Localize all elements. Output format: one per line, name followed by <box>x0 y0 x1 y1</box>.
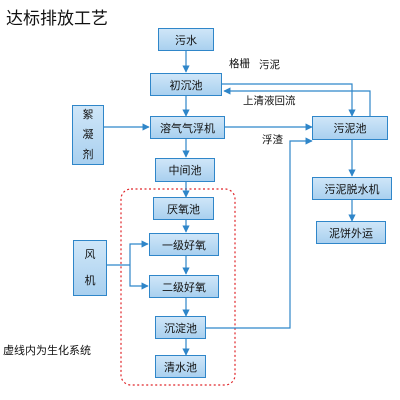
box-yiji-haoyang: 一级好氧 <box>149 233 219 256</box>
arrow-supernatant-return <box>223 87 371 116</box>
box-yanyangchi: 厌氧池 <box>153 197 214 220</box>
box-chendianchi: 沉淀池 <box>155 316 206 339</box>
label-shangqingye-huiliu: 上清液回流 <box>243 95 296 107</box>
arrow-chuchenchi-to-wunichi <box>222 83 356 117</box>
box-zhongjianchi: 中间池 <box>155 158 215 182</box>
label-system-note: 虚线内为生化系统 <box>3 344 91 357</box>
box-nibing-waiyun: 泥饼外运 <box>316 221 386 244</box>
biochemical-system-region <box>120 188 236 386</box>
box-fengji: 风 机 <box>73 240 107 296</box>
arrow-fengji-to-yiji <box>129 240 149 265</box>
arrow-chendianchi-to-wunichi <box>206 137 313 329</box>
box-wunichi: 污泥池 <box>312 116 388 140</box>
box-erji-haoyang: 二级好氧 <box>149 275 219 298</box>
label-wuni: 污泥 <box>259 59 280 71</box>
box-chuchenchi: 初沉池 <box>150 73 222 96</box>
box-qingshuichi: 清水池 <box>155 355 206 378</box>
box-wushui: 污水 <box>158 28 214 51</box>
label-fuzha: 浮渣 <box>262 134 283 146</box>
arrow-fengji-to-erji <box>129 265 149 290</box>
box-wuni-tuoshuiji: 污泥脱水机 <box>312 177 392 200</box>
box-xuningji: 絮 凝 剂 <box>72 105 104 165</box>
label-geshan: 格栅 <box>229 58 250 70</box>
box-rongqi-qifuji: 溶气气浮机 <box>150 116 225 139</box>
diagram-title: 达标排放工艺 <box>6 9 108 29</box>
